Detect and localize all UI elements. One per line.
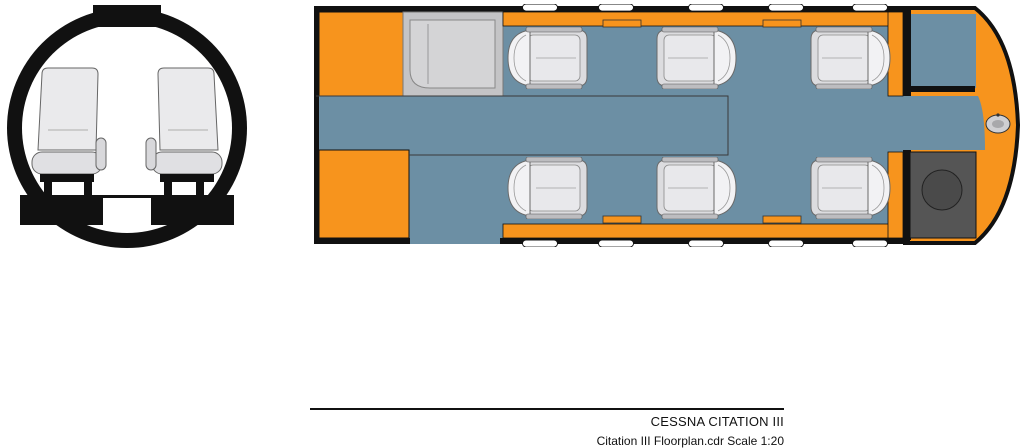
forward-galley-floor: [910, 14, 976, 88]
seat-row-right: [508, 157, 891, 219]
cabin-seat: [508, 27, 587, 89]
cabin-seat: [656, 27, 737, 89]
right-side-ledge: [502, 223, 904, 239]
ledge-tray-left-2: [762, 19, 802, 28]
forward-right-ledge: [887, 151, 904, 239]
ledge-tray-right-1: [602, 215, 642, 224]
cross-section-seat-left: [31, 67, 107, 196]
cabin-floorplan: [314, 4, 1021, 247]
cabin-seat: [656, 157, 737, 219]
galley-partition: [903, 86, 975, 92]
sink-icon: [985, 113, 1011, 134]
right-wall-aft-segment: [314, 238, 410, 244]
forward-entry-floor: [910, 96, 985, 150]
seat-row-left: [508, 27, 891, 89]
cabin-seat: [508, 157, 587, 219]
center-aisle-outline: [316, 95, 729, 156]
cross-section-seat-right: [145, 67, 223, 196]
aft-cabinet-left: [318, 11, 404, 97]
aisle-trench: [103, 198, 151, 228]
left-side-ledge: [502, 11, 904, 27]
title-block: CESSNA CITATION III Citation III Floorpl…: [310, 408, 784, 448]
forward-bulkhead-right: [903, 150, 911, 240]
drawing-subtitle: Citation III Floorplan.cdr Scale 1:20: [596, 434, 784, 448]
fuselage-cross-section: [7, 5, 247, 248]
ceiling-panel: [93, 5, 161, 27]
title-rule: [310, 408, 784, 410]
ledge-tray-left-1: [602, 19, 642, 28]
aft-cabinet-right: [318, 149, 410, 239]
aft-pressure-bulkhead: [314, 6, 319, 244]
cabin-seat: [810, 27, 891, 89]
ledge-tray-right-2: [762, 215, 802, 224]
forward-bulkhead-left: [903, 10, 911, 96]
cabin-seat: [810, 157, 891, 219]
toilet-icon: [921, 169, 963, 211]
drawing-title: CESSNA CITATION III: [650, 414, 784, 429]
